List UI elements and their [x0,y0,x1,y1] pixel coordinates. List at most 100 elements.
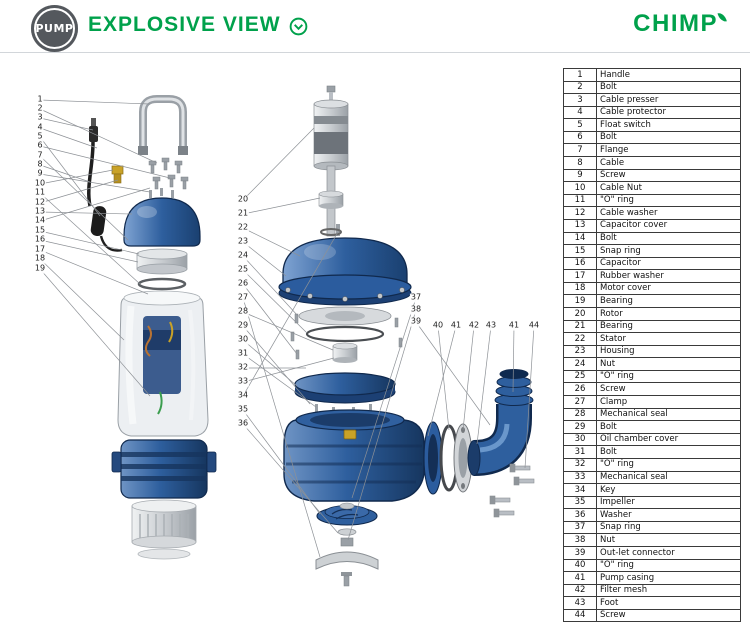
part-name: "O" ring [596,558,741,573]
part-name: Bolt [596,420,741,434]
part-name: Key [596,483,741,497]
header-divider [0,52,750,53]
part-number: 7 [563,143,597,158]
leaf-icon [717,11,727,24]
part-number: 40 [563,558,597,573]
part-name: Screw [596,608,741,622]
part-number: 24 [563,357,597,371]
part-name: Impeller [596,495,741,510]
part-number: 41 [563,571,597,585]
part-name: Mechanical seal [596,407,741,422]
part-number: 8 [563,156,597,170]
part-number: 17 [563,269,597,283]
part-name: Bearing [596,319,741,334]
part-number: 30 [563,432,597,447]
brand-logo: CHIMP [633,10,728,38]
part-name: Float switch [596,118,741,132]
part-number: 27 [563,395,597,409]
part-number: 29 [563,420,597,434]
part-number: 39 [563,545,597,560]
table-row: 25"O" ring [563,369,741,384]
part-name: Cable presser [596,93,741,107]
part-number: 1 [563,68,597,82]
part-name: Cable Nut [596,181,741,195]
part-number: 25 [563,369,597,384]
part-number: 35 [563,495,597,510]
part-number: 12 [563,206,597,220]
part-name: Cable protector [596,105,741,120]
part-number: 20 [563,307,597,321]
part-number: 22 [563,332,597,346]
part-name: "O" ring [596,457,741,472]
title-row: EXPLOSIVE VIEW [88,13,308,37]
part-name: Pump casing [596,571,741,585]
part-name: "O" ring [596,369,741,384]
part-name: Bolt [596,231,741,246]
part-name: "O" ring [596,193,741,208]
part-name: Bolt [596,80,741,95]
middle-assembly-art [278,85,535,587]
part-name: Filter mesh [596,583,741,598]
part-number: 5 [563,118,597,132]
part-name: Flange [596,143,741,158]
part-number: 4 [563,105,597,120]
part-name: Rotor [596,307,741,321]
part-number: 42 [563,583,597,598]
table-row: 11"O" ring [563,193,741,208]
part-number: 18 [563,281,597,296]
part-number: 15 [563,244,597,258]
part-name: Capacitor [596,256,741,271]
part-number: 43 [563,596,597,610]
part-name: Bolt [596,130,741,145]
part-name: Snap ring [596,520,741,535]
left-assembly-art [87,95,217,560]
pump-badge: PUMP [31,5,78,52]
part-name: Bearing [596,294,741,308]
part-number: 23 [563,344,597,359]
part-name: Foot [596,596,741,610]
part-name: Nut [596,533,741,547]
part-name: Out-let connector [596,545,741,560]
part-name: Screw [596,382,741,397]
part-number: 9 [563,168,597,183]
part-name: Washer [596,508,741,522]
chevron-down-icon [289,17,307,35]
part-number: 31 [563,445,597,459]
part-name: Housing [596,344,741,359]
brand-text: CHIMP [633,10,718,37]
part-number: 21 [563,319,597,334]
part-name: Oil chamber cover [596,432,741,447]
